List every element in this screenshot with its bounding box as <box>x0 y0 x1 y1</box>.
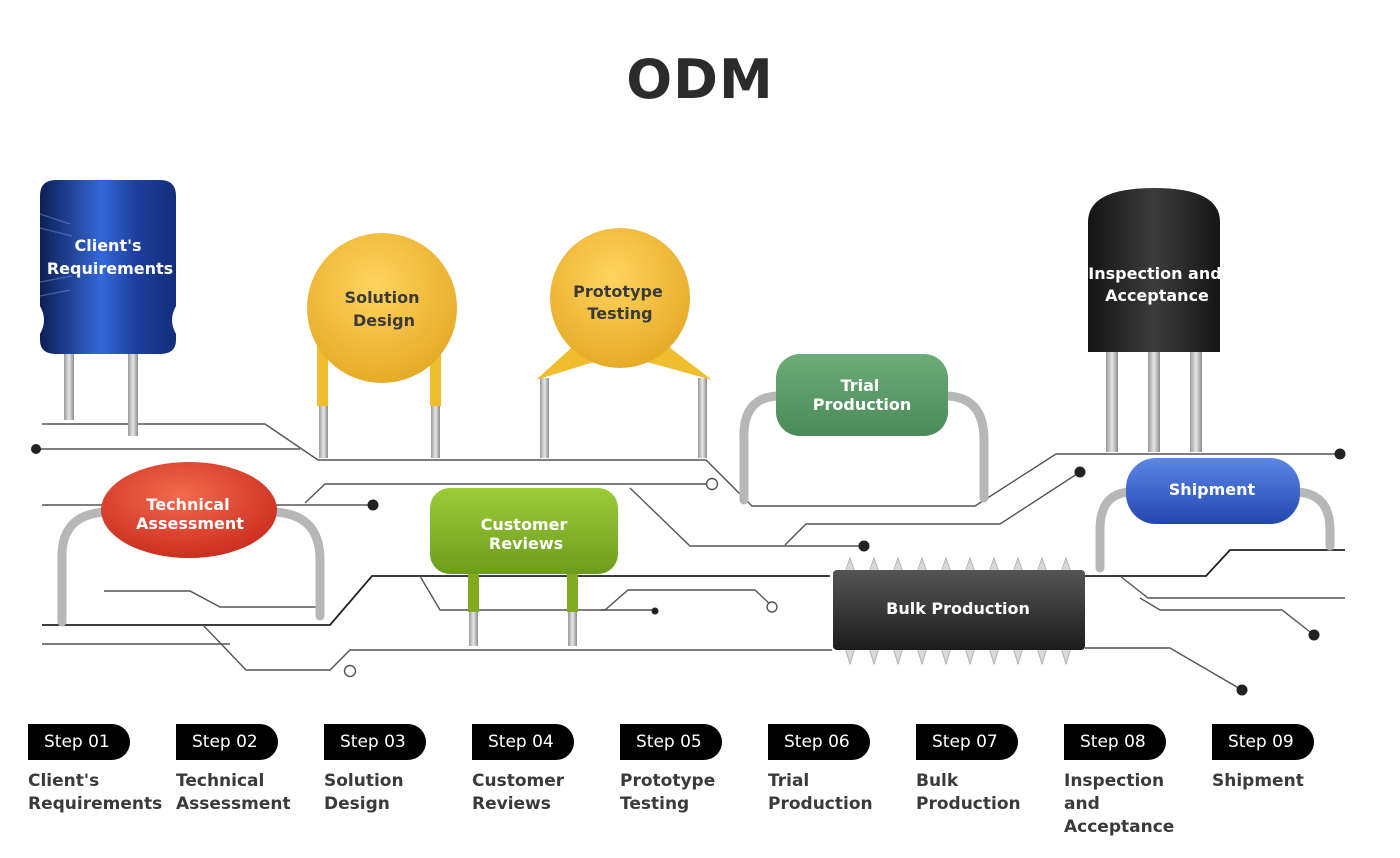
step-name-line: Customer <box>472 771 565 791</box>
solution-design-label-1: Solution <box>345 288 420 307</box>
step-name: Shipment <box>1212 770 1352 793</box>
step-name-line: Technical <box>176 771 265 791</box>
component-clients-requirements: Client's Requirements <box>39 180 176 436</box>
step-name: Inspection and Acceptance <box>1064 770 1204 839</box>
step-name-line: Solution <box>324 771 404 791</box>
step-name-line: Reviews <box>472 794 551 814</box>
step-badge: Step 03 <box>324 724 426 760</box>
component-customer-reviews: Customer Reviews <box>430 488 618 646</box>
step-name: Technical Assessment <box>176 770 316 816</box>
step-09: Step 09 Shipment <box>1212 724 1352 793</box>
step-name: Bulk Production <box>916 770 1056 816</box>
step-badge: Step 06 <box>768 724 870 760</box>
component-bulk-production: Bulk Production <box>833 556 1085 666</box>
step-name-line: and <box>1064 794 1100 814</box>
component-shipment: Shipment <box>1095 458 1335 573</box>
step-07: Step 07 Bulk Production <box>916 724 1056 816</box>
step-name-line: Client's <box>28 771 100 791</box>
step-badge: Step 09 <box>1212 724 1314 760</box>
inspection-acceptance-label-2: Acceptance <box>1105 286 1209 305</box>
step-name-line: Assessment <box>176 794 291 814</box>
component-prototype-testing: Prototype Testing <box>536 228 712 458</box>
inspection-acceptance-label-1: Inspection and <box>1088 264 1221 283</box>
step-name-line: Production <box>916 794 1021 814</box>
step-badge: Step 08 <box>1064 724 1166 760</box>
trace-pads <box>343 477 778 678</box>
trial-production-label-2: Production <box>813 395 911 414</box>
technical-assessment-label-1: Technical <box>146 495 229 514</box>
component-technical-assessment: Technical Assessment <box>57 462 325 627</box>
step-name-line: Testing <box>620 794 690 814</box>
technical-assessment-label-2: Assessment <box>136 514 244 533</box>
step-name-line: Production <box>768 794 873 814</box>
step-name: Trial Production <box>768 770 908 816</box>
step-name: Client's Requirements <box>28 770 168 816</box>
step-06: Step 06 Trial Production <box>768 724 908 816</box>
component-trial-production: Trial Production <box>739 354 989 505</box>
step-name-line: Bulk <box>916 771 959 791</box>
step-name-line: Trial <box>768 771 810 791</box>
step-name: Prototype Testing <box>620 770 760 816</box>
step-badge: Step 07 <box>916 724 1018 760</box>
step-name: Customer Reviews <box>472 770 612 816</box>
circuit-traces <box>36 423 1345 691</box>
page-title: ODM <box>626 48 774 111</box>
solution-design-label-2: Design <box>353 311 415 330</box>
step-name-line: Requirements <box>28 794 163 814</box>
step-badge: Step 02 <box>176 724 278 760</box>
step-name-line: Shipment <box>1212 771 1304 791</box>
customer-reviews-label-1: Customer <box>481 515 568 534</box>
step-name: Solution Design <box>324 770 464 816</box>
step-name-line: Design <box>324 794 390 814</box>
shipment-label: Shipment <box>1169 480 1256 499</box>
prototype-testing-label-2: Testing <box>587 304 652 323</box>
step-badge: Step 05 <box>620 724 722 760</box>
step-name-line: Acceptance <box>1064 817 1175 837</box>
step-01: Step 01 Client's Requirements <box>28 724 168 816</box>
step-name-line: Inspection <box>1064 771 1165 791</box>
component-inspection-acceptance: Inspection and Acceptance <box>1088 188 1222 452</box>
clients-requirements-label-1: Client's <box>74 236 141 255</box>
step-02: Step 02 Technical Assessment <box>176 724 316 816</box>
customer-reviews-label-2: Reviews <box>489 534 563 553</box>
step-03: Step 03 Solution Design <box>324 724 464 816</box>
bulk-production-label: Bulk Production <box>886 599 1030 618</box>
component-solution-design: Solution Design <box>307 233 457 458</box>
step-08: Step 08 Inspection and Acceptance <box>1064 724 1204 839</box>
step-05: Step 05 Prototype Testing <box>620 724 760 816</box>
clients-requirements-label-2: Requirements <box>47 259 173 278</box>
step-name-line: Prototype <box>620 771 716 791</box>
step-badge: Step 04 <box>472 724 574 760</box>
step-04: Step 04 Customer Reviews <box>472 724 612 816</box>
trial-production-label-1: Trial <box>841 376 880 395</box>
step-badge: Step 01 <box>28 724 130 760</box>
trace-dots <box>31 444 1346 696</box>
prototype-testing-label-1: Prototype <box>573 282 663 301</box>
